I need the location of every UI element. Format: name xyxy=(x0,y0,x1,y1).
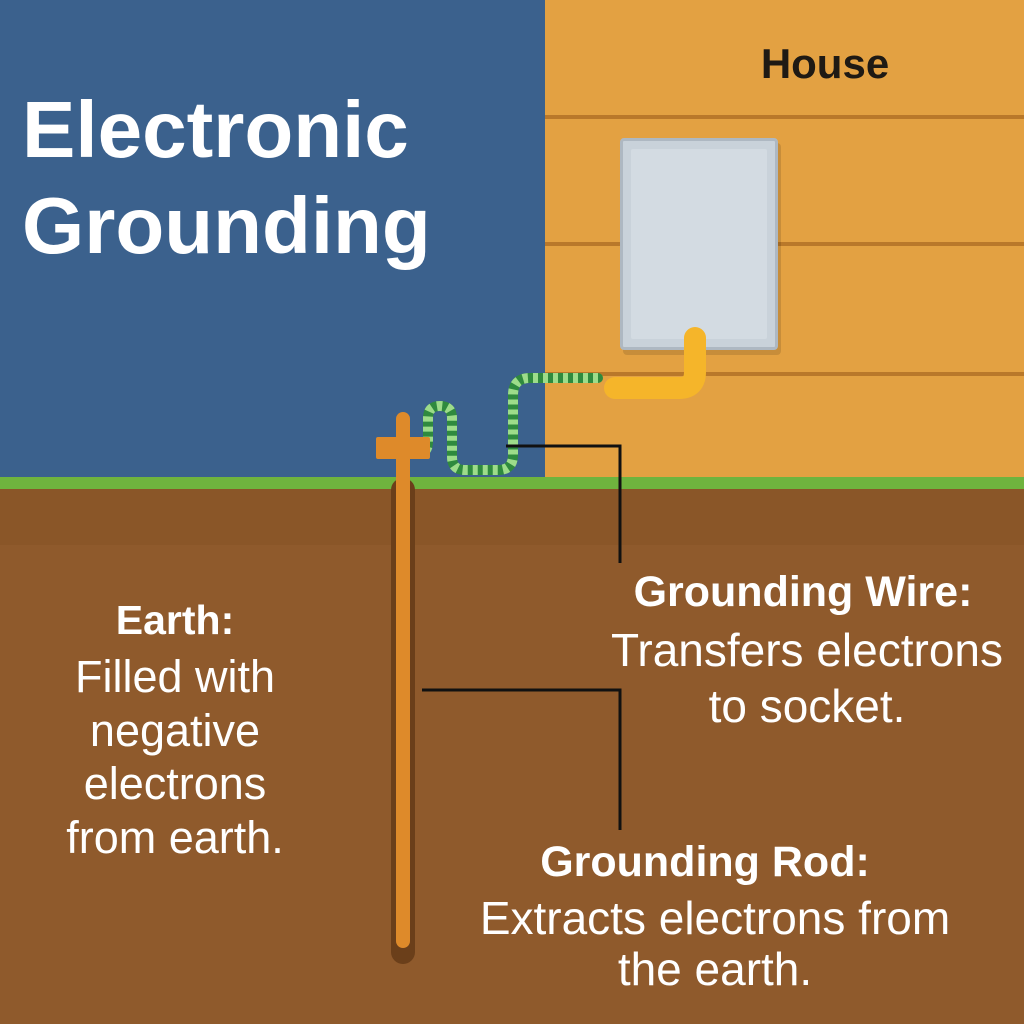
wire-leader-line xyxy=(506,444,622,563)
house-label: House xyxy=(760,40,890,87)
grounding-wire-heading: Grounding Wire: xyxy=(633,568,973,616)
topsoil-band xyxy=(0,489,1024,545)
conduit-elbow xyxy=(604,327,706,399)
grounding-wire-description-line: Transfers electrons xyxy=(611,624,1003,676)
diagram-title: Electronic Grounding xyxy=(22,82,502,274)
grass-strip xyxy=(0,477,1024,489)
grounding-wire-stripe xyxy=(400,373,598,475)
siding-line xyxy=(545,372,1024,376)
rod-leader-line xyxy=(422,688,622,830)
grounding-rod-description: Extracts electrons from the earth. xyxy=(415,893,1015,994)
title-line: Electronic xyxy=(22,85,409,174)
earth-heading: Earth: xyxy=(115,597,235,643)
siding-line xyxy=(545,115,1024,119)
earth-description-line: negative xyxy=(89,704,261,756)
grounding-rod-heading: Grounding Rod: xyxy=(540,838,870,886)
title-line: Grounding xyxy=(22,181,431,270)
earth-soil xyxy=(0,545,1024,1024)
grounding-rod-description-line: the earth. xyxy=(617,942,813,995)
grounding-wire-description-line: to socket. xyxy=(708,680,906,733)
earth-description-line: from earth. xyxy=(66,811,284,863)
panel-door xyxy=(631,149,767,339)
grounding-rod xyxy=(396,412,410,948)
earth-description: Filled with negative electrons from eart… xyxy=(35,650,315,864)
earth-description-line: Filled with xyxy=(74,651,276,702)
grounding-rod-description-line: Extracts electrons from xyxy=(479,892,951,944)
earth-description-line: electrons xyxy=(83,758,267,810)
sky-background xyxy=(0,0,545,480)
grounding-rod-clamp xyxy=(376,437,430,459)
grounding-wire-description: Transfers electrons to socket. xyxy=(572,622,1024,734)
siding-line xyxy=(545,242,1024,246)
electrical-panel xyxy=(620,138,778,350)
